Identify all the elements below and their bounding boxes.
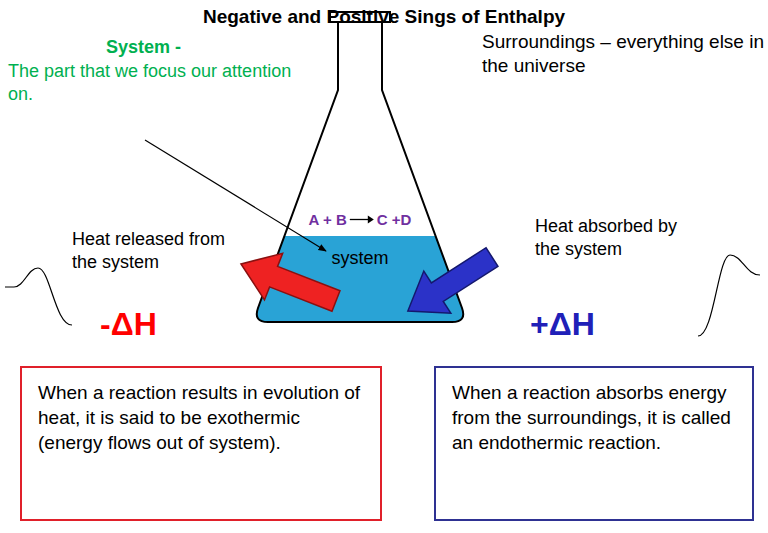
heat-absorbed-note: Heat absorbed by the system — [535, 215, 695, 260]
system-label: system — [331, 248, 388, 269]
flask-liquid — [257, 236, 464, 322]
reaction-arrow-head — [368, 216, 374, 224]
products: C +D — [377, 211, 412, 228]
system-heading: System - — [106, 36, 236, 59]
flask: A + B C +D system — [250, 8, 470, 326]
flask-outline — [250, 8, 470, 326]
flask-rim — [330, 12, 390, 22]
exothermic-box: When a reaction results in evolution of … — [20, 366, 382, 521]
exothermic-profile-curve — [5, 268, 72, 325]
flask-glass — [257, 22, 464, 322]
heat-in-arrow — [394, 236, 505, 332]
positive-enthalpy: +ΔH — [530, 304, 660, 344]
surroundings-definition: Surroundings – everything else in the un… — [482, 30, 764, 78]
heat-released-note: Heat released from the system — [72, 228, 237, 273]
title: Negative and Positive Sings of Enthalpy — [0, 6, 768, 28]
leader-line — [145, 140, 326, 251]
box-text: When a reaction absorbs energy from the … — [452, 380, 736, 455]
endothermic-box: When a reaction absorbs energy from the … — [434, 366, 754, 521]
heat-out-arrow — [232, 241, 345, 325]
endothermic-profile-curve — [698, 255, 760, 336]
reactants: A + B — [309, 211, 347, 228]
system-definition: The part that we focus our attention on. — [8, 60, 298, 105]
reaction-arrow-shaft — [350, 219, 369, 220]
negative-enthalpy: -ΔH — [100, 304, 230, 344]
box-text: When a reaction results in evolution of … — [38, 380, 364, 455]
